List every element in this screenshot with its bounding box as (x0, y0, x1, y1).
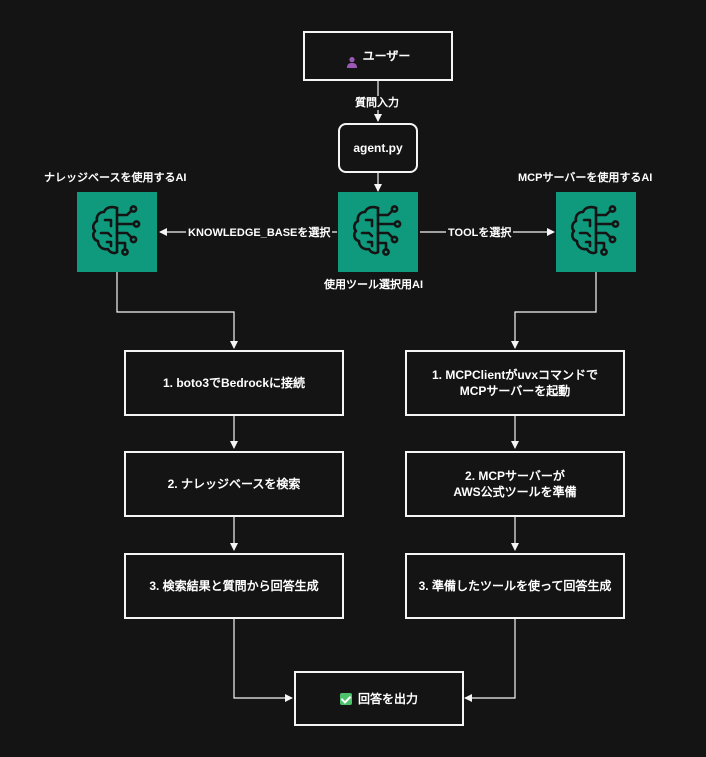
edge-label-kb-select: KNOWLEDGE_BASEを選択 (186, 226, 333, 240)
kb-step-2-node[interactable]: 2. ナレッジベースを検索 (124, 451, 344, 517)
user-node[interactable]: ユーザー (303, 31, 453, 81)
brain-circuit-icon (566, 200, 626, 265)
edge-label-tool-select: TOOLを選択 (446, 226, 514, 240)
mcp-step-2-label: 2. MCPサーバーが AWS公式ツールを準備 (453, 469, 577, 499)
check-mark-icon (339, 692, 352, 705)
selector-ai-icon-tile[interactable] (338, 192, 418, 272)
brain-circuit-icon (348, 200, 408, 265)
edge-kb-step3-to-output (233, 619, 293, 702)
kb-ai-title: ナレッジベースを使用するAI (44, 172, 187, 184)
kb-step-1-label: 1. boto3でBedrockに接続 (162, 376, 306, 390)
kb-ai-icon-tile[interactable] (77, 192, 157, 272)
brain-circuit-icon (87, 200, 147, 265)
agent-label: agent.py (353, 141, 403, 155)
edge-mcp-step3-to-output (464, 619, 516, 702)
edge-kb-ai-to-step1 (116, 272, 238, 349)
kb-step-3-label: 3. 検索結果と質問から回答生成 (149, 579, 319, 593)
tool-selector-caption: 使用ツール選択用AI (324, 279, 423, 291)
mcp-step-3-label: 3. 準備したツールを使って回答生成 (418, 579, 612, 593)
agent-node[interactable]: agent.py (338, 123, 418, 173)
edge-mcp-ai-to-step1 (511, 272, 597, 349)
mcp-ai-title: MCPサーバーを使用するAI (518, 172, 653, 184)
kb-step-1-node[interactable]: 1. boto3でBedrockに接続 (124, 350, 344, 416)
output-label: 回答を出力 (357, 691, 418, 706)
mcp-step-1-label: 1. MCPClientがuvxコマンドで MCPサーバーを起動 (431, 368, 599, 398)
mcp-step-2-node[interactable]: 2. MCPサーバーが AWS公式ツールを準備 (405, 451, 625, 517)
edge-label-question-input: 質問入力 (353, 96, 401, 110)
mcp-ai-icon-tile[interactable] (556, 192, 636, 272)
output-node[interactable]: 回答を出力 (294, 671, 464, 726)
mcp-step-1-node[interactable]: 1. MCPClientがuvxコマンドで MCPサーバーを起動 (405, 350, 625, 416)
user-label: ユーザー (362, 49, 411, 63)
kb-step-2-label: 2. ナレッジベースを検索 (167, 477, 301, 491)
mcp-step-3-node[interactable]: 3. 準備したツールを使って回答生成 (405, 553, 625, 619)
kb-step-3-node[interactable]: 3. 検索結果と質問から回答生成 (124, 553, 344, 619)
user-silhouette-icon (346, 40, 358, 72)
